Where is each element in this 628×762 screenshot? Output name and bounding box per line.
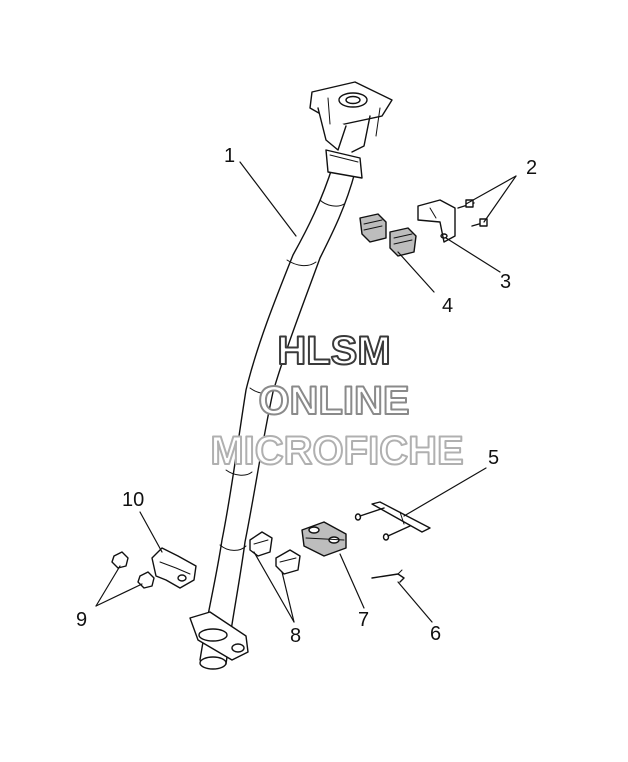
part-2-bolts	[457, 199, 488, 227]
leader-lines	[95, 161, 517, 623]
callout-3: 3	[500, 271, 511, 293]
part-4-clamps	[359, 213, 417, 257]
callout-1: 1	[224, 145, 235, 167]
part-8-clamp-halves	[249, 531, 301, 575]
callout-5: 5	[488, 447, 499, 469]
part-5-hanger-rod	[354, 501, 431, 541]
watermark-line-2: ONLINE	[258, 379, 409, 423]
callout-8: 8	[290, 625, 301, 647]
watermark: HLSM ONLINE MICROFICHE	[209, 328, 464, 474]
part-10-clamp-bracket	[151, 547, 197, 589]
part-1-tube	[189, 149, 363, 670]
watermark-line-3: MICROFICHE	[210, 429, 463, 473]
part-1-top-plate	[309, 81, 393, 153]
callout-10: 10	[122, 489, 144, 511]
part-7-isolator	[301, 521, 347, 557]
part-6-pin	[371, 569, 405, 583]
callout-9: 9	[76, 609, 87, 631]
watermark-line-1: HLSM	[277, 329, 390, 373]
part-9-nuts	[111, 551, 155, 589]
callout-4: 4	[442, 295, 453, 317]
callout-labels: 1 2 3 4 5 6 7 8 9 10	[76, 145, 537, 647]
callout-6: 6	[430, 623, 441, 645]
callout-2: 2	[526, 157, 537, 179]
callout-7: 7	[358, 609, 369, 631]
part-3-bracket	[417, 199, 456, 243]
